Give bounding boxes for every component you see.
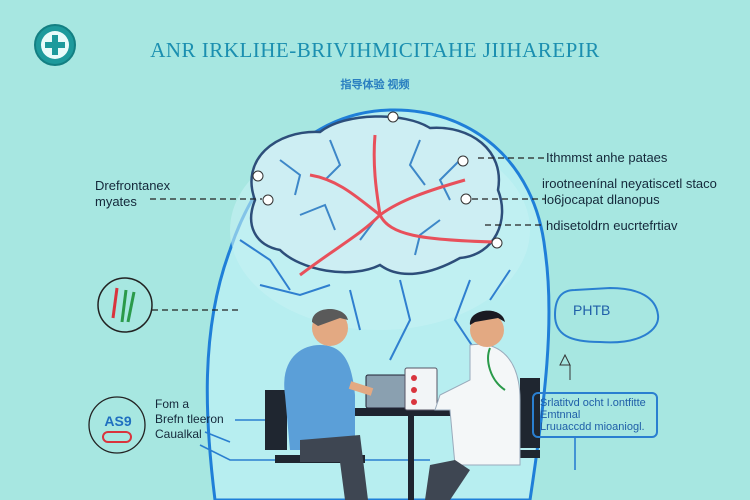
patient-figure <box>265 308 374 500</box>
page-title: ANR IRKLIHE-BRIVIHMICITAHE JIIHAREPIR <box>150 38 600 62</box>
bottom-label-3: Caualkal <box>155 427 202 441</box>
blood-vessels <box>299 134 496 277</box>
label-right-3: lo6jocapat dlanopus <box>544 192 660 207</box>
medical-cross-logo <box>34 24 76 66</box>
tablet <box>404 367 438 411</box>
info-line-2: Emtnnal <box>540 409 581 421</box>
bottom-label-1: Fom a <box>155 397 190 411</box>
nerve-icon <box>97 277 153 333</box>
leader-lines <box>150 157 545 311</box>
label-right-2: irootneenínal neyatiscetl staco <box>542 176 717 191</box>
label-prefrontal: Drefrontanex <box>95 178 171 193</box>
label-right-1: Ithmmst anhe pataes <box>546 150 668 165</box>
desk <box>355 408 475 500</box>
speech-bubble <box>553 286 660 380</box>
brain <box>249 111 504 277</box>
label-myates: myates <box>95 194 137 209</box>
bottom-label-2: Brefn tleeron <box>155 412 224 426</box>
neural-branches <box>239 239 511 361</box>
info-line-1: Srlatitvd ocht I.ontfitte <box>540 397 646 409</box>
info-box: Srlatitvd ocht I.ontfitte Emtnnal Lruuac… <box>532 392 658 438</box>
marker-dots <box>252 111 503 249</box>
badge-text: AS9 <box>104 413 132 429</box>
info-line-3: Lruuaccdd mioaniogl. <box>540 421 645 433</box>
asg-badge <box>88 396 146 454</box>
label-right-4: hdisetoldrn eucrtefrtiav <box>546 218 678 233</box>
speech-bubble-text: PHTB <box>573 302 611 318</box>
brain-folds <box>279 139 461 256</box>
page-subtitle: 指导体验 视频 <box>340 79 410 91</box>
